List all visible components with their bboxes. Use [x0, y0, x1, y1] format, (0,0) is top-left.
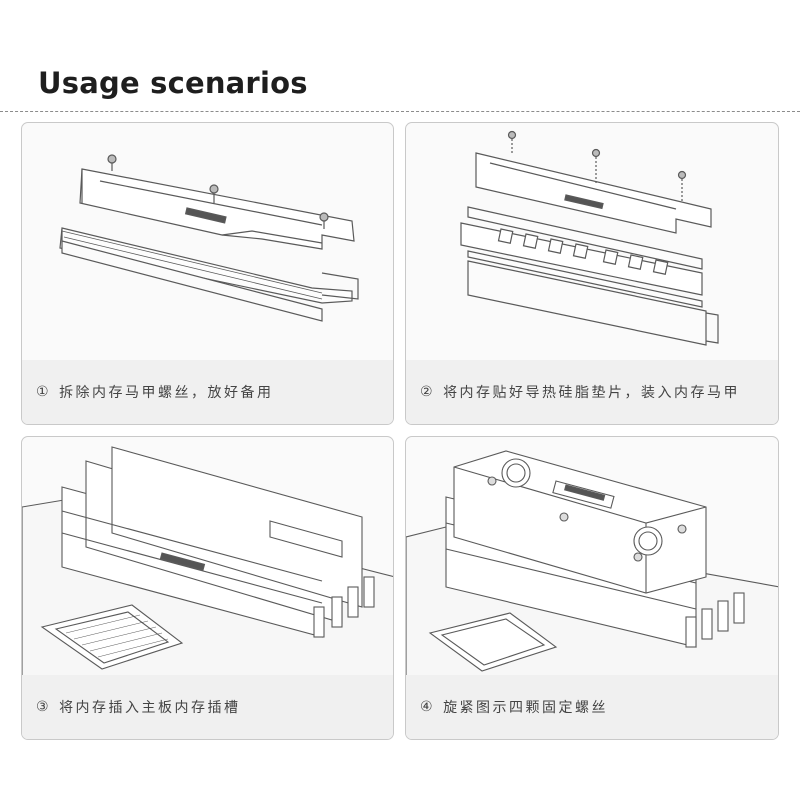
illustration-tighten-screws — [406, 450, 778, 677]
step-text: 拆除内存马甲螺丝，放好备用 — [59, 385, 274, 401]
step-card-1: ① 拆除内存马甲螺丝，放好备用 — [21, 122, 394, 425]
step-caption: ④ 旋紧图示四颗固定螺丝 — [406, 675, 778, 739]
step-caption: ③ 将内存插入主板内存插槽 — [22, 675, 393, 739]
step-text: 旋紧图示四颗固定螺丝 — [443, 700, 609, 716]
dashed-divider — [0, 111, 800, 112]
step-text: 将内存贴好导热硅脂垫片，装入内存马甲 — [443, 385, 741, 401]
illustration-apply-thermal-pads — [460, 130, 719, 346]
step-caption: ① 拆除内存马甲螺丝，放好备用 — [22, 360, 393, 424]
illustration-insert-memory — [22, 446, 393, 677]
page-title: Usage scenarios — [38, 66, 308, 100]
step-caption: ② 将内存贴好导热硅脂垫片，装入内存马甲 — [406, 360, 778, 424]
step-card-2: ② 将内存贴好导热硅脂垫片，装入内存马甲 — [405, 122, 779, 425]
step-card-4: ④ 旋紧图示四颗固定螺丝 — [405, 436, 779, 740]
step-card-3: ③ 将内存插入主板内存插槽 — [21, 436, 394, 740]
illustration-remove-screws — [59, 154, 359, 322]
step-text: 将内存插入主板内存插槽 — [59, 700, 241, 716]
step-number: ④ — [420, 699, 436, 715]
step-number: ② — [420, 384, 436, 400]
step-number: ① — [36, 384, 52, 400]
step-number: ③ — [36, 699, 52, 715]
